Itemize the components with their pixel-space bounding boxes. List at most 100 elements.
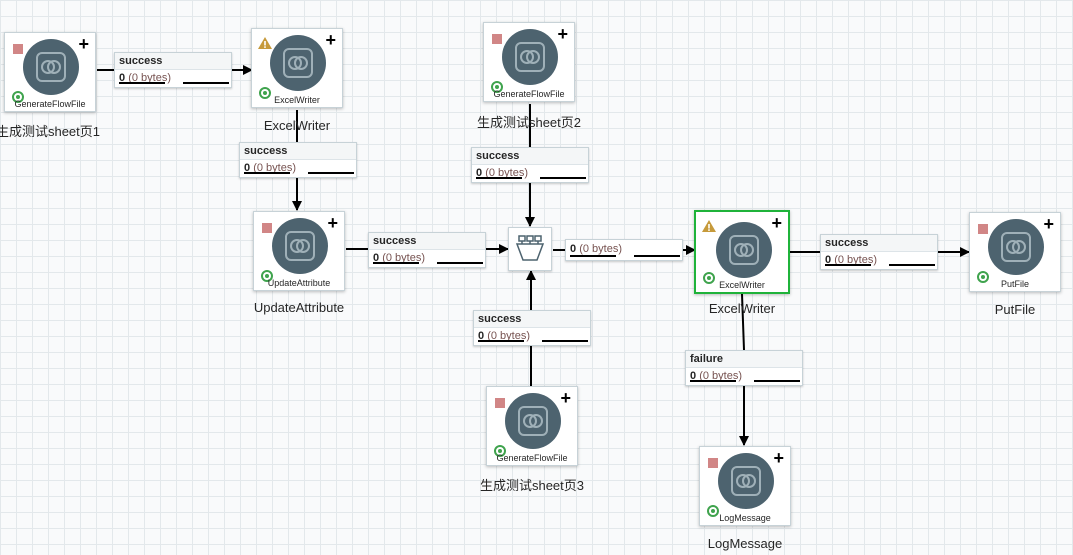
processor-updateattribute[interactable]: + UpdateAttribute	[253, 211, 345, 291]
processor-type: GenerateFlowFile	[496, 453, 568, 463]
funnel[interactable]	[508, 227, 552, 271]
processor-name: LogMessage	[707, 536, 783, 551]
processor-icon	[718, 453, 774, 509]
connection-relationship: success	[472, 148, 588, 165]
stop-icon	[708, 458, 718, 468]
queue-count: 0	[244, 162, 251, 174]
processor-type: GenerateFlowFile	[14, 99, 86, 109]
queue-size: (0 bytes)	[485, 167, 528, 179]
queue-count: 0	[476, 167, 483, 179]
connection-label[interactable]: success 0 (0 bytes)	[368, 232, 486, 268]
add-icon[interactable]: +	[78, 34, 89, 54]
queue-bar	[476, 177, 522, 179]
processor-icon	[272, 218, 328, 274]
connection-relationship: failure	[686, 351, 802, 368]
processor-type: ExcelWriter	[719, 280, 765, 290]
running-icon	[494, 445, 506, 457]
running-icon	[12, 91, 24, 103]
processor-excelwriter-1[interactable]: + ExcelWriter	[251, 28, 343, 108]
queue-size: (0 bytes)	[579, 243, 622, 255]
processor-type: LogMessage	[719, 513, 771, 523]
processor-icon	[502, 29, 558, 85]
processor-name: ExcelWriter	[708, 301, 776, 316]
queue-bar	[373, 262, 419, 264]
queue-size: (0 bytes)	[487, 330, 530, 342]
processor-name: ExcelWriter	[263, 118, 331, 133]
add-icon[interactable]: +	[771, 213, 782, 233]
processor-icon	[505, 393, 561, 449]
queue-count: 0	[478, 330, 485, 342]
connection-label[interactable]: success 0 (0 bytes)	[114, 52, 232, 88]
queue-size: (0 bytes)	[699, 370, 742, 382]
warning-icon	[258, 37, 272, 49]
connection-relationship: success	[240, 143, 356, 160]
add-icon[interactable]: +	[773, 448, 784, 468]
queue-bar	[244, 172, 290, 174]
processor-logmessage[interactable]: + LogMessage	[699, 446, 791, 526]
running-icon	[707, 505, 719, 517]
queue-bar	[754, 380, 800, 382]
funnel-icon	[515, 235, 545, 261]
stop-icon	[262, 223, 272, 233]
running-icon	[977, 271, 989, 283]
processor-name: 生成测试sheet页2	[476, 115, 582, 130]
queue-bar	[889, 264, 935, 266]
running-icon	[491, 81, 503, 93]
connection-label[interactable]: success 0 (0 bytes)	[473, 310, 591, 346]
queue-size: (0 bytes)	[382, 252, 425, 264]
processor-name: PutFile	[994, 302, 1036, 317]
processor-type: ExcelWriter	[274, 95, 320, 105]
running-icon	[259, 87, 271, 99]
processor-name: UpdateAttribute	[253, 300, 345, 315]
connection-label[interactable]: success 0 (0 bytes)	[239, 142, 357, 178]
connection-relationship: success	[474, 311, 590, 328]
processor-icon	[716, 222, 772, 278]
queue-bar	[437, 262, 483, 264]
processor-generate-flowfile-1[interactable]: + GenerateFlowFile	[4, 32, 96, 112]
processor-type: GenerateFlowFile	[493, 89, 565, 99]
processor-type: PutFile	[1000, 279, 1029, 289]
add-icon[interactable]: +	[557, 24, 568, 44]
add-icon[interactable]: +	[560, 388, 571, 408]
stop-icon	[495, 398, 505, 408]
warning-icon	[702, 220, 716, 232]
add-icon[interactable]: +	[327, 213, 338, 233]
connection-label[interactable]: success 0 (0 bytes)	[471, 147, 589, 183]
add-icon[interactable]: +	[1043, 214, 1054, 234]
queue-bar	[183, 82, 229, 84]
queue-count: 0	[825, 254, 832, 266]
running-icon	[261, 270, 273, 282]
processor-name: 生成测试sheet页3	[479, 478, 585, 493]
stop-icon	[13, 44, 23, 54]
running-icon	[703, 272, 715, 284]
connection-relationship: success	[369, 233, 485, 250]
queue-bar	[119, 82, 165, 84]
queue-bar	[542, 340, 588, 342]
processor-icon	[988, 219, 1044, 275]
queue-count: 0	[570, 243, 577, 255]
processor-icon	[270, 35, 326, 91]
processor-excelwriter-2[interactable]: + ExcelWriter	[694, 210, 790, 294]
connection-relationship: success	[821, 235, 937, 252]
add-icon[interactable]: +	[325, 30, 336, 50]
processor-icon	[23, 39, 79, 95]
queue-bar	[540, 177, 586, 179]
connection-label[interactable]: 0 (0 bytes)	[565, 239, 683, 261]
queue-count: 0	[690, 370, 697, 382]
queue-bar	[570, 255, 616, 257]
stop-icon	[978, 224, 988, 234]
queue-bar	[308, 172, 354, 174]
queue-bar	[634, 255, 680, 257]
connection-label[interactable]: failure 0 (0 bytes)	[685, 350, 803, 386]
connection-label[interactable]: success 0 (0 bytes)	[820, 234, 938, 270]
queue-bar	[690, 380, 736, 382]
queue-count: 0	[119, 72, 126, 84]
queue-size: (0 bytes)	[128, 72, 171, 84]
stop-icon	[492, 34, 502, 44]
processor-generate-flowfile-3[interactable]: + GenerateFlowFile	[486, 386, 578, 466]
processor-generate-flowfile-2[interactable]: + GenerateFlowFile	[483, 22, 575, 102]
processor-type: UpdateAttribute	[267, 278, 331, 288]
queue-bar	[478, 340, 524, 342]
processor-putfile[interactable]: + PutFile	[969, 212, 1061, 292]
queue-size: (0 bytes)	[834, 254, 877, 266]
